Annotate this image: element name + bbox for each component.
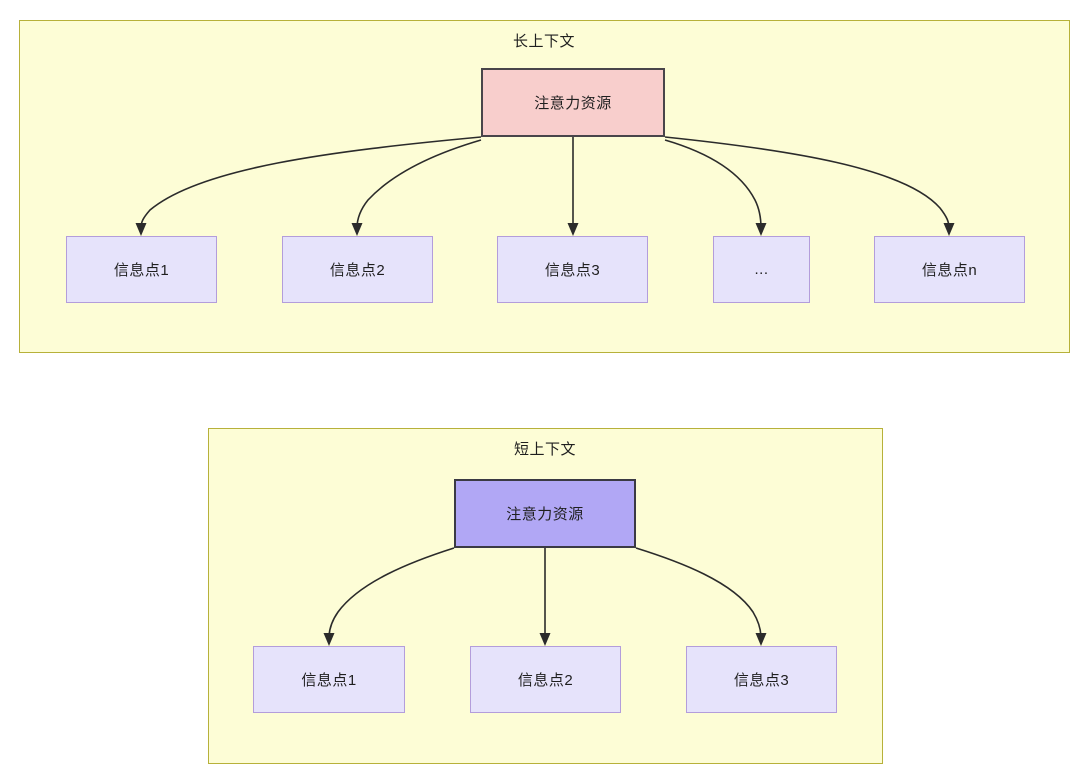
node-long-info-point-1[interactable]: 信息点1 — [66, 236, 217, 303]
node-long-info-point-ellipsis[interactable]: ... — [713, 236, 810, 303]
node-short-info-point-3[interactable]: 信息点3 — [686, 646, 837, 713]
node-long-info-point-3[interactable]: 信息点3 — [497, 236, 648, 303]
node-label: 信息点1 — [113, 262, 170, 279]
panel-long-context-title: 长上下文 — [512, 33, 575, 50]
node-label: 信息点1 — [301, 672, 357, 689]
node-label: 注意力资源 — [534, 95, 612, 112]
node-short-info-point-1[interactable]: 信息点1 — [253, 646, 405, 713]
node-label: ... — [754, 261, 769, 278]
panel-short-context-title: 短上下文 — [513, 441, 576, 458]
node-label: 信息点3 — [733, 672, 790, 689]
node-label: 注意力资源 — [506, 506, 584, 523]
node-label: 信息点3 — [544, 262, 601, 279]
node-label: 信息点2 — [329, 262, 386, 279]
node-long-info-point-n[interactable]: 信息点n — [874, 236, 1025, 303]
node-long-info-point-2[interactable]: 信息点2 — [282, 236, 433, 303]
node-label: 信息点2 — [517, 672, 574, 689]
node-short-info-point-2[interactable]: 信息点2 — [470, 646, 621, 713]
node-long-attention-resource[interactable]: 注意力资源 — [481, 68, 665, 137]
node-short-attention-resource[interactable]: 注意力资源 — [454, 479, 636, 548]
node-label: 信息点n — [921, 262, 978, 279]
